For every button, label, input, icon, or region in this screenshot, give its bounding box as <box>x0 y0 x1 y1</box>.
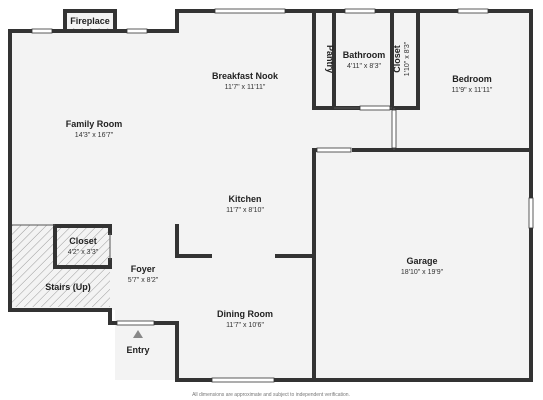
bathroom-dim: 4'11" x 8'3" <box>347 63 381 70</box>
family-room-label: Family Room <box>66 119 123 129</box>
closet-upper-label: Closet <box>392 45 402 73</box>
bedroom-label: Bedroom <box>452 74 492 84</box>
disclaimer-text: All dimensions are approximate and subje… <box>192 392 350 398</box>
closet-lower-label: Closet <box>69 236 97 246</box>
breakfast-nook-dim: 11'7" x 11'11" <box>225 84 266 91</box>
floor-fills <box>10 10 531 380</box>
closet-lower-dim: 4'2" x 3'3" <box>68 249 99 256</box>
entry-arrow-icon <box>133 330 143 338</box>
family-room-dim: 14'3" x 16'7" <box>75 132 114 139</box>
dining-room-dim: 11'7" x 10'6" <box>226 322 264 329</box>
garage-dim: 18'10" x 19'9" <box>401 269 444 276</box>
bedroom-dim: 11'9" x 11'11" <box>452 87 493 94</box>
kitchen-label: Kitchen <box>228 194 261 204</box>
dining-room-label: Dining Room <box>217 309 273 319</box>
entry-label: Entry <box>126 345 149 355</box>
garage-label: Garage <box>406 256 437 266</box>
kitchen-dim: 11'7" x 8'10" <box>226 207 264 214</box>
foyer-dim: 5'7" x 8'2" <box>128 277 159 284</box>
foyer-label: Foyer <box>131 264 156 274</box>
breakfast-nook-label: Breakfast Nook <box>212 71 279 81</box>
stairs-label: Stairs (Up) <box>45 282 91 292</box>
pantry-label: Pantry <box>325 45 335 73</box>
bathroom-label: Bathroom <box>343 50 386 60</box>
front-door[interactable] <box>116 320 155 326</box>
closet-upper-dim: 1'10" x 8'3" <box>404 41 411 76</box>
fireplace-label: Fireplace <box>70 16 110 26</box>
windows <box>31 8 534 383</box>
